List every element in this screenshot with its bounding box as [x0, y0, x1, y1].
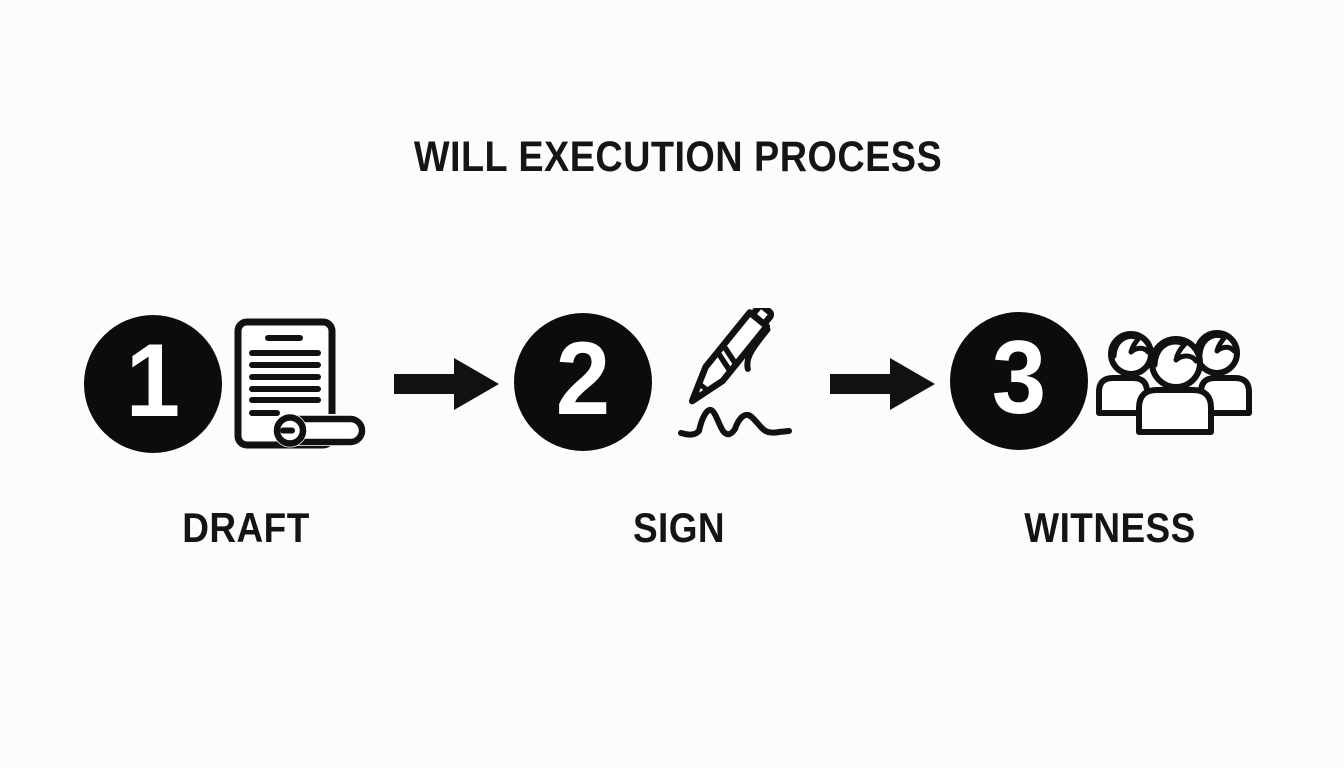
step-2-label: SIGN [632, 504, 726, 551]
step-1-number: 1 [125, 323, 181, 439]
step-3-number: 3 [991, 320, 1047, 436]
pen-signature-icon [678, 308, 792, 438]
step-1-number-badge: 1 [84, 315, 222, 453]
step-3-number-badge: 3 [950, 312, 1088, 450]
diagram-title: WILL EXECUTION PROCESS [413, 133, 943, 181]
step-1-label: DRAFT [182, 504, 310, 551]
witness-group-icon [1096, 330, 1252, 435]
document-scroll-icon [234, 318, 366, 449]
arrow-right-icon [394, 358, 499, 410]
step-2-number: 2 [555, 321, 611, 437]
step-3-label: WITNESS [1024, 504, 1196, 551]
arrow-right-icon [830, 358, 935, 410]
step-2-number-badge: 2 [514, 313, 652, 451]
